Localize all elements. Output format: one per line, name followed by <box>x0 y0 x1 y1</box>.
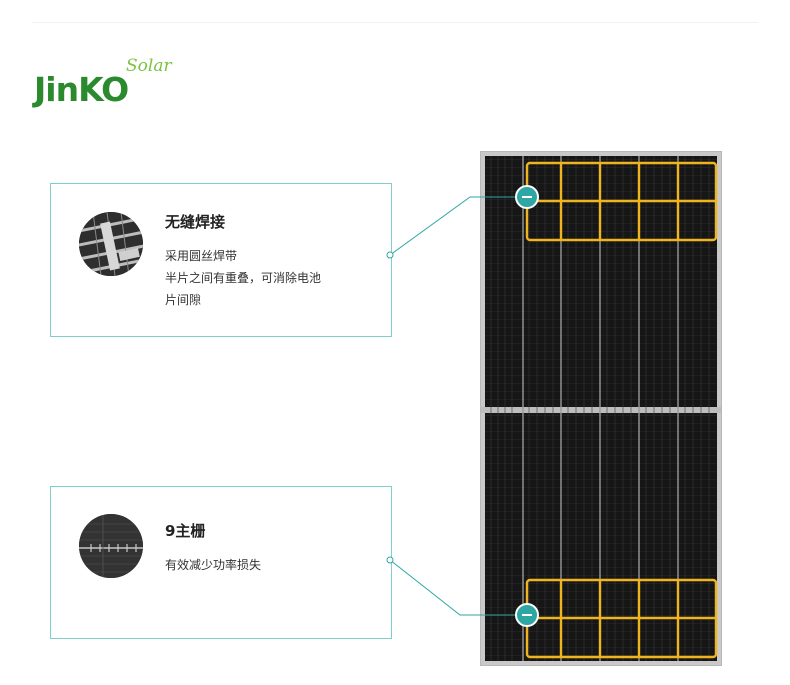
feature-card-seamless-welding: 无缝焊接 采用圆丝焊带 半片之间有重叠，可消除电池 片间隙 <box>50 183 392 337</box>
solar-panel-image <box>480 151 722 666</box>
connector-dot <box>386 556 394 564</box>
connector-dot <box>386 251 394 259</box>
top-divider <box>32 22 758 23</box>
feature-card-9-busbar: 9主栅 有效减少功率损失 <box>50 486 392 639</box>
feature-description: 有效减少功率损失 <box>165 554 261 576</box>
seamless-welding-closeup-icon <box>79 212 143 276</box>
feature-title: 无缝焊接 <box>165 213 226 231</box>
feature-description: 采用圆丝焊带 半片之间有重叠，可消除电池 片间隙 <box>165 245 321 311</box>
busbar-closeup-icon <box>79 514 143 578</box>
feature-title: 9主栅 <box>165 522 206 540</box>
feature-description-line: 片间隙 <box>165 293 202 307</box>
logo-tagline-text: Solar <box>126 56 172 76</box>
feature-description-line: 半片之间有重叠，可消除电池 <box>165 271 322 285</box>
minus-circle-icon <box>515 603 539 627</box>
minus-circle-icon <box>515 185 539 209</box>
highlight-box-bottom <box>525 578 718 659</box>
jinko-solar-logo: JinKO Solar <box>34 54 184 114</box>
logo-brand-text: JinKO <box>34 70 129 109</box>
feature-description-line: 有效减少功率损失 <box>165 558 262 572</box>
feature-description-line: 采用圆丝焊带 <box>165 249 238 263</box>
